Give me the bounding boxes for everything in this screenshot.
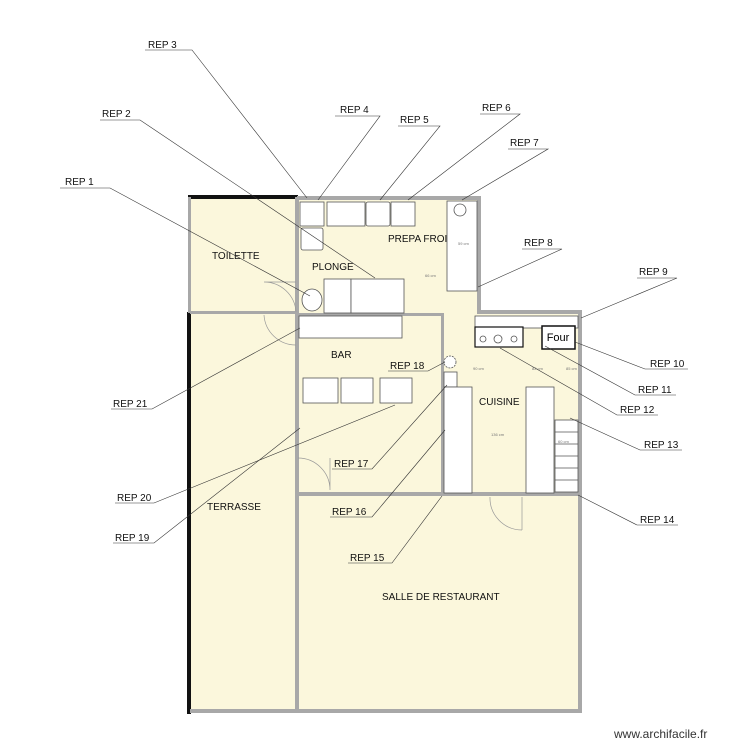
room-labels: TOILETTE PLONGE PREPA FROI BAR CUISINE T… [207, 234, 520, 603]
rep-label: REP 14 [640, 515, 675, 526]
dimensions: 66 cm 59 cm 90 cm 82 cm 85 cm 136 cm 60 … [425, 241, 578, 444]
rep-label: REP 6 [482, 103, 511, 114]
rep-label: REP 17 [334, 459, 369, 470]
rep-label: REP 9 [639, 267, 668, 278]
doors [263, 281, 523, 531]
oven [541, 325, 576, 350]
toilet-icon [301, 288, 323, 312]
rep-label: REP 13 [644, 440, 679, 451]
rep-label: REP 4 [340, 105, 369, 116]
rep-label: REP 2 [102, 109, 131, 120]
rep-label: REP 16 [332, 507, 367, 518]
room-plonge: PLONGE [312, 262, 354, 273]
furniture: Four [298, 200, 579, 494]
oven-label: Four [547, 332, 570, 344]
dimension-label: 59 cm [458, 241, 470, 246]
rep-label: REP 11 [638, 385, 672, 396]
room-prepa-froid: PREPA FROI [388, 234, 447, 245]
rep-label: REP 21 [113, 399, 148, 410]
rep-label: REP 20 [117, 493, 152, 504]
room-toilette: TOILETTE [212, 251, 260, 262]
rep-label: REP 18 [390, 361, 425, 372]
reference-leaders [60, 49, 688, 564]
watermark: www.archifacile.fr [613, 727, 707, 741]
sink-icon [453, 203, 467, 217]
dimension-label: 136 cm [491, 432, 505, 437]
dimension-label: 82 cm [532, 366, 544, 371]
rep-label: REP 10 [650, 359, 685, 370]
dimension-label: 66 cm [425, 273, 437, 278]
room-cuisine: CUISINE [479, 397, 520, 408]
rep-label: REP 15 [350, 553, 385, 564]
reference-labels: REP 1 REP 2 REP 3 REP 4 REP 5 REP 6 REP … [65, 40, 685, 564]
walls [187, 195, 582, 714]
rep-label: REP 12 [620, 405, 655, 416]
rep-label: REP 19 [115, 533, 150, 544]
room-salle: SALLE DE RESTAURANT [382, 592, 500, 603]
dimension-label: 85 cm [566, 366, 578, 371]
room-bar: BAR [331, 350, 352, 361]
dimension-label: 60 cm [558, 439, 570, 444]
rep-label: REP 5 [400, 115, 429, 126]
room-terrasse: TERRASSE [207, 502, 261, 513]
rep-label: REP 7 [510, 138, 539, 149]
dimension-label: 90 cm [473, 366, 485, 371]
rep-label: REP 1 [65, 177, 94, 188]
rep-label: REP 3 [148, 40, 177, 51]
rep-label: REP 8 [524, 238, 553, 249]
